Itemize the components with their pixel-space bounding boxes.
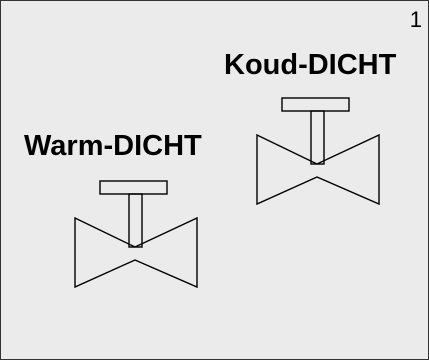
warm-valve-handle [99, 180, 168, 195]
warm-valve-icon[interactable] [73, 180, 201, 292]
cold-valve-stem [310, 110, 325, 165]
cold-valve-body [256, 133, 380, 206]
warm-valve-label: Warm-DICHT [24, 130, 202, 162]
warm-valve-body [74, 216, 198, 289]
cold-valve-icon[interactable] [255, 97, 383, 209]
cold-valve-label: Koud-DICHT [224, 49, 397, 81]
page-number: 1 [409, 7, 422, 32]
warm-valve-stem [128, 193, 143, 248]
cold-valve-handle [281, 97, 350, 112]
